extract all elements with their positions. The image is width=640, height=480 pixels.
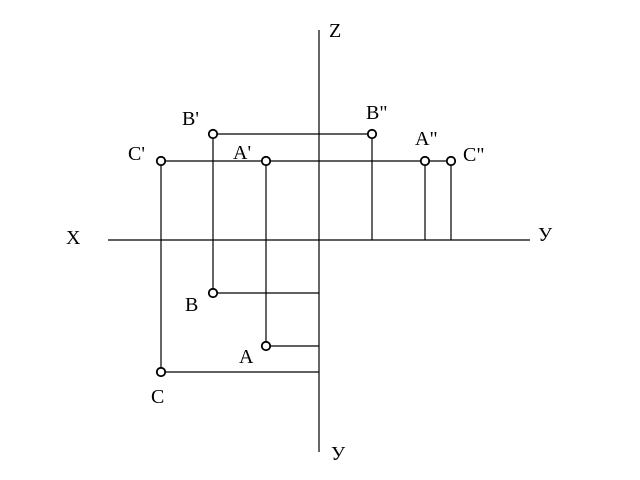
axis-label-z: Z — [329, 20, 341, 42]
label-a2: A" — [415, 128, 438, 150]
axis-label-x: X — [66, 227, 81, 249]
label-c: C — [151, 386, 164, 408]
point-b2 — [366, 128, 378, 140]
label-b: B — [185, 294, 198, 316]
point-a1 — [260, 155, 272, 167]
point-c2 — [445, 155, 457, 167]
label-a1: A' — [233, 142, 251, 164]
label-b1: B' — [182, 108, 199, 130]
label-c1: C' — [128, 143, 145, 165]
point-c — [155, 366, 167, 378]
axis-label-y-down: У — [331, 443, 346, 465]
point-a2 — [419, 155, 431, 167]
label-a: A — [239, 346, 254, 368]
point-a — [260, 340, 272, 352]
label-b2: B" — [366, 102, 388, 124]
point-b1 — [207, 128, 219, 140]
point-b — [207, 287, 219, 299]
label-c2: C" — [463, 144, 485, 166]
axis-label-y-right: У — [538, 224, 553, 246]
point-c1 — [155, 155, 167, 167]
